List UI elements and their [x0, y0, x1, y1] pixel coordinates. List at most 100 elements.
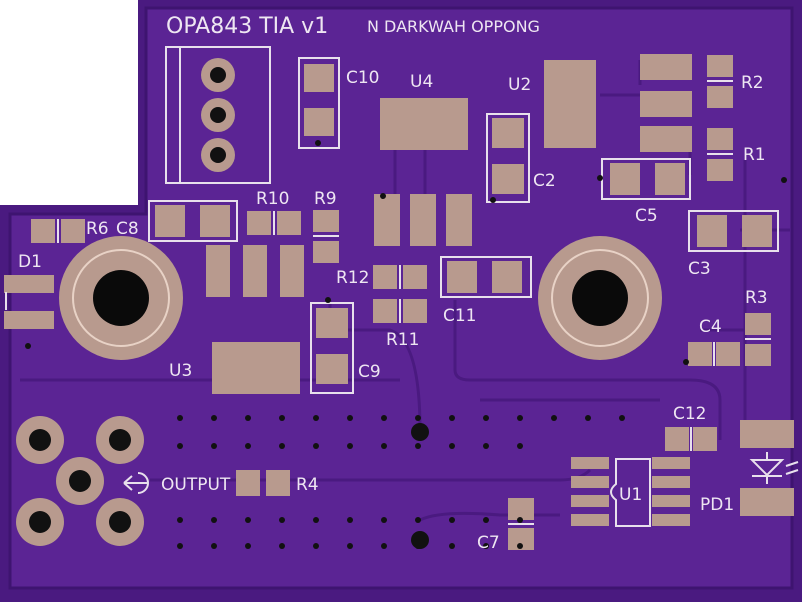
via: [449, 415, 455, 421]
label-c3: C3: [688, 259, 711, 279]
via: [279, 443, 285, 449]
via: [619, 415, 625, 421]
component-c3: [688, 210, 779, 252]
via: [313, 415, 319, 421]
sma-connector: [16, 416, 144, 546]
via: [313, 443, 319, 449]
via: [517, 443, 523, 449]
component-d1: [4, 275, 54, 329]
component-c2: [486, 113, 530, 203]
label-r9: R9: [314, 189, 337, 209]
via: [381, 543, 387, 549]
component-c12: [665, 427, 717, 451]
via: [483, 443, 489, 449]
component-r6: [31, 219, 85, 243]
via: [449, 543, 455, 549]
label-u3: U3: [169, 361, 192, 381]
via: [211, 443, 217, 449]
mounting-hole-right: [538, 236, 662, 360]
label-r6: R6: [86, 219, 109, 239]
board-title: OPA843 TIA v1: [166, 14, 328, 39]
label-r12: R12: [336, 268, 369, 288]
large-via: [411, 531, 429, 549]
label-c7: C7: [477, 533, 500, 553]
label-r2: R2: [741, 73, 764, 93]
via: [313, 517, 319, 523]
component-r2: [707, 55, 733, 108]
via: [449, 517, 455, 523]
mounting-hole-left: [59, 236, 183, 360]
via: [517, 543, 523, 549]
component-c9: [310, 302, 354, 394]
via: [177, 517, 183, 523]
component-r11: [373, 299, 427, 323]
via: [245, 443, 251, 449]
label-c12: C12: [673, 404, 707, 424]
via: [279, 543, 285, 549]
component-r10: [247, 211, 301, 235]
traces: [20, 60, 790, 522]
via: [449, 443, 455, 449]
via: [279, 517, 285, 523]
via: [347, 415, 353, 421]
via: [245, 543, 251, 549]
component-u4: [374, 98, 472, 246]
label-r11: R11: [386, 330, 419, 350]
label-u1: U1: [619, 485, 642, 505]
via: [347, 517, 353, 523]
label-c5: C5: [635, 206, 658, 226]
component-r12: [373, 265, 427, 289]
via: [211, 415, 217, 421]
label-pd1: PD1: [700, 495, 734, 515]
via: [347, 543, 353, 549]
component-u2: [544, 54, 692, 152]
label-output: OUTPUT: [161, 475, 231, 495]
label-c2: C2: [533, 171, 556, 191]
label-r1: R1: [743, 145, 766, 165]
label-r10: R10: [256, 189, 289, 209]
label-c8: C8: [116, 219, 139, 239]
via: [177, 443, 183, 449]
via: [381, 517, 387, 523]
via: [415, 415, 421, 421]
label-r4: R4: [296, 475, 319, 495]
via: [313, 543, 319, 549]
via: [211, 543, 217, 549]
via: [483, 415, 489, 421]
component-c10: [298, 57, 340, 149]
board-author: N DARKWAH OPPONG: [367, 17, 540, 36]
label-d1: D1: [18, 252, 42, 272]
via-grid: [177, 415, 625, 549]
via: [381, 415, 387, 421]
component-r9: [313, 210, 339, 263]
via: [245, 517, 251, 523]
via: [177, 415, 183, 421]
via: [211, 517, 217, 523]
label-u4: U4: [410, 72, 433, 92]
component-r3: [745, 313, 771, 366]
label-c11: C11: [443, 306, 477, 326]
via: [347, 443, 353, 449]
component-c4: [688, 342, 740, 366]
via: [415, 517, 421, 523]
via: [177, 543, 183, 549]
label-c4: C4: [699, 317, 722, 337]
via: [483, 517, 489, 523]
component-c5: [601, 158, 691, 200]
label-r3: R3: [745, 288, 768, 308]
label-c10: C10: [346, 68, 380, 88]
component-r1: [707, 128, 733, 181]
component-r4: [236, 470, 290, 496]
via: [279, 415, 285, 421]
via: [517, 415, 523, 421]
component-c8: [148, 200, 238, 242]
power-header: [165, 46, 271, 184]
via: [517, 517, 523, 523]
component-c11: [440, 256, 532, 298]
component-u1: [571, 457, 690, 527]
via: [381, 443, 387, 449]
label-u2: U2: [508, 75, 531, 95]
arrow-left-circle-icon: [123, 472, 149, 494]
large-via: [411, 423, 429, 441]
